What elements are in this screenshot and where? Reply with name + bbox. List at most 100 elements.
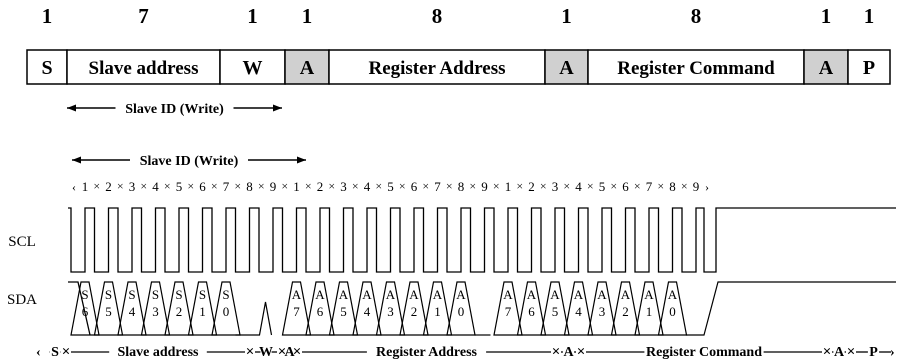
- frame-field-label-5: A: [559, 57, 574, 79]
- clock-row-close: ›: [705, 180, 709, 194]
- clock-separator: ×: [657, 179, 664, 193]
- clock-number: 7: [223, 179, 230, 194]
- frame-field-label-6: Register Command: [617, 58, 775, 79]
- sda-bit-name: A: [574, 287, 584, 302]
- clock-number: 6: [411, 179, 418, 194]
- sda-bit-index: 4: [129, 304, 136, 319]
- sda-bit-name: A: [644, 287, 654, 302]
- clock-separator: ×: [281, 179, 288, 193]
- sda-bit-cell: [93, 281, 124, 336]
- clock-separator: ×: [634, 179, 641, 193]
- sda-bit-name: A: [527, 287, 537, 302]
- frame-bit-count-1: 7: [138, 4, 149, 28]
- scl-waveform: [68, 207, 896, 273]
- clock-number: 1: [82, 179, 89, 194]
- clock-number: 1: [505, 179, 512, 194]
- clock-separator: ×: [540, 179, 547, 193]
- frame-field-label-2: W: [243, 57, 263, 79]
- clock-separator: ×: [258, 179, 265, 193]
- sda-bit-cell: [70, 281, 100, 336]
- clock-separator: ×: [305, 179, 312, 193]
- clock-separator: ×: [164, 179, 171, 193]
- segment-label: S: [51, 345, 59, 360]
- frame-field-6: [587, 49, 805, 85]
- frame-bit-count-8: 1: [864, 4, 875, 28]
- clock-row-open: ‹: [72, 180, 76, 194]
- sda-bit-name: A: [503, 287, 513, 302]
- sda-bit-name: S: [105, 287, 112, 302]
- sda-bit-index: 0: [669, 304, 676, 319]
- sda-start-condition: [68, 281, 91, 336]
- clock-number: 4: [364, 179, 371, 194]
- sda-bit-cell: [211, 281, 241, 336]
- clock-separator: ×: [469, 179, 476, 193]
- sda-bit-name: S: [199, 287, 206, 302]
- clock-separator: ×: [399, 179, 406, 193]
- sda-bit-index: 2: [176, 304, 183, 319]
- sda-bit-index: 2: [622, 304, 629, 319]
- segment-label: A: [834, 345, 845, 360]
- sda-bit-name: A: [456, 287, 466, 302]
- frame-field-label-3: A: [300, 57, 315, 79]
- clock-number: 9: [693, 179, 700, 194]
- sda-bit-name: S: [128, 287, 135, 302]
- clock-number: 8: [458, 179, 465, 194]
- scl-label: SCL: [8, 234, 36, 250]
- sda-bit-index: 6: [317, 304, 324, 319]
- clock-number: 3: [552, 179, 559, 194]
- sda-bit-cell: [657, 281, 688, 336]
- frame-field-label-7: A: [819, 57, 834, 79]
- sda-write-ack-bits: [235, 301, 273, 336]
- clock-separator: ×: [328, 179, 335, 193]
- segment-boundary: ×: [278, 344, 287, 360]
- sda-bit-name: A: [597, 287, 607, 302]
- clock-separator: ×: [375, 179, 382, 193]
- clock-number: 7: [434, 179, 441, 194]
- timing-slave-id-arrow-arrowhead-left: [72, 156, 81, 164]
- segment-label: A: [284, 345, 295, 360]
- frame-field-label-1: Slave address: [89, 58, 199, 79]
- sda-bit-index: 0: [223, 304, 230, 319]
- clock-separator: ×: [587, 179, 594, 193]
- sda-bit-index: 5: [105, 304, 112, 319]
- segment-boundary: ×: [552, 344, 561, 360]
- clock-separator: ×: [234, 179, 241, 193]
- sda-bit-name: A: [362, 287, 372, 302]
- clock-number: 6: [199, 179, 206, 194]
- sda-bit-cell: [516, 281, 547, 336]
- frame-bit-count-3: 1: [302, 4, 313, 28]
- clock-number: 5: [176, 179, 183, 194]
- clock-separator: ×: [563, 179, 570, 193]
- segment-boundary: ×: [293, 344, 302, 360]
- segment-label: Slave address: [117, 345, 199, 360]
- sda-bit-cell: [422, 281, 453, 336]
- sda-bit-name: A: [315, 287, 325, 302]
- segment-boundary: ×: [577, 344, 586, 360]
- clock-separator: ×: [187, 179, 194, 193]
- clock-separator: ×: [117, 179, 124, 193]
- sda-bit-name: A: [339, 287, 349, 302]
- clock-number: 4: [575, 179, 582, 194]
- segment-boundary: ×: [823, 344, 832, 360]
- sda-bit-cell: [140, 281, 171, 336]
- clock-number: 9: [270, 179, 277, 194]
- frame-slave-id-arrow-arrowhead-right: [273, 104, 282, 112]
- sda-bit-cell: [446, 281, 476, 336]
- sda-bit-cell: [187, 281, 218, 336]
- sda-bit-cell: [352, 281, 382, 336]
- clock-number: 6: [622, 179, 629, 194]
- sda-bit-index: 1: [434, 304, 441, 319]
- clock-separator: ×: [610, 179, 617, 193]
- frame-bit-count-7: 1: [821, 4, 832, 28]
- sda-bit-cell: [493, 281, 523, 336]
- frame-bit-count-5: 1: [561, 4, 572, 28]
- frame-field-7: [803, 49, 849, 85]
- clock-separator: ×: [681, 179, 688, 193]
- frame-field-label-8: P: [863, 57, 875, 79]
- timing-diagram: Slave ID (Write)‹1×2×3×4×5×6×7×8×9×1×2×3…: [7, 154, 896, 360]
- sda-bit-index: 0: [458, 304, 465, 319]
- sda-bit-name: A: [668, 287, 678, 302]
- sda-bit-name: S: [81, 287, 88, 302]
- clock-number: 8: [246, 179, 253, 194]
- sda-bit-cell: [540, 281, 570, 336]
